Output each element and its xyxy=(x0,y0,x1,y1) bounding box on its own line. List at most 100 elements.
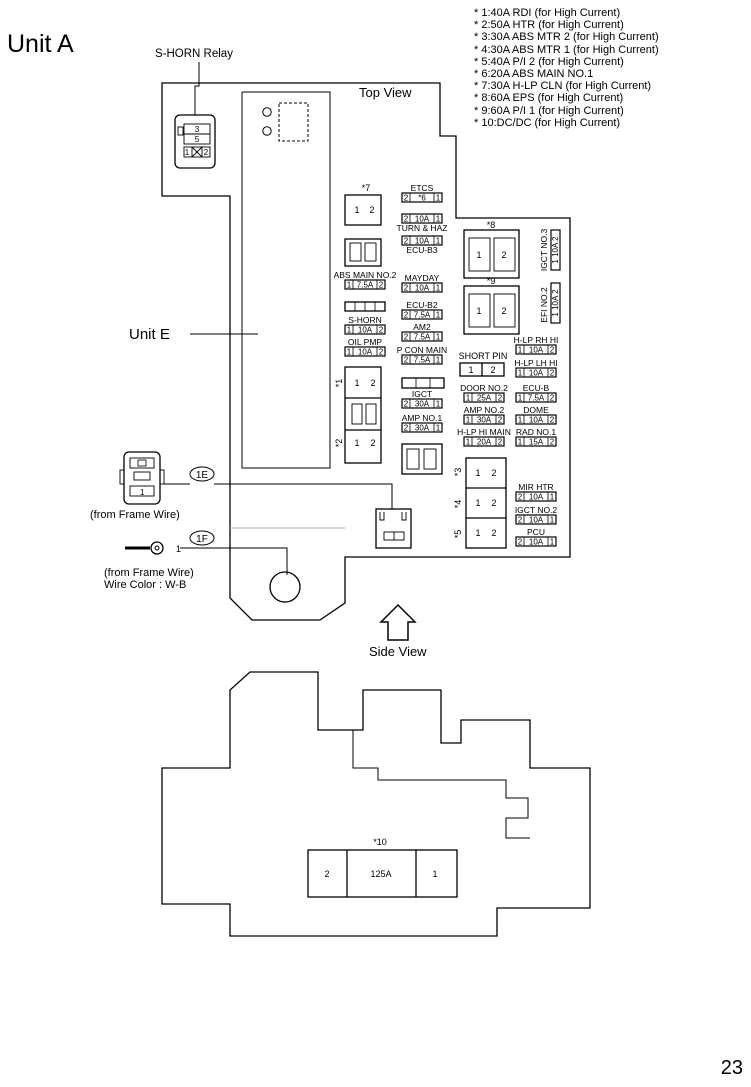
fuse-pin-right: 1 xyxy=(436,333,441,342)
svg-text:*2: *2 xyxy=(334,439,344,448)
note-line: * 5:40A P/I 2 (for High Current) xyxy=(474,55,624,68)
fuse-pin-left: 2 xyxy=(404,356,409,365)
fuse-name-label: DOME xyxy=(523,405,549,415)
svg-text:2: 2 xyxy=(501,250,506,260)
fuse-name-label: ECU-B3 xyxy=(406,245,437,255)
fuse-amp-label: 7.5A xyxy=(357,281,374,290)
fuse-amp-label: 10A xyxy=(529,346,544,355)
terminal-pin-label: 1 xyxy=(176,544,181,554)
fuse-pin-left: 2 xyxy=(404,215,409,224)
fuse-name-label: EFI NO.2 xyxy=(539,287,549,323)
note-line: * 2:50A HTR (for High Current) xyxy=(474,19,624,32)
svg-text:1: 1 xyxy=(354,438,359,448)
fuse-pin-right: 1 xyxy=(550,493,555,502)
fuse-pin-left: 1 xyxy=(347,281,352,290)
fuse-amp-label: 10A xyxy=(529,416,544,425)
fuse-name-label: MAYDAY xyxy=(405,273,440,283)
connector-1e-label: 1E xyxy=(196,470,209,481)
fuse-amp-label: 7.5A xyxy=(414,356,431,365)
fuse-pin-right: 2 xyxy=(379,326,384,335)
fuse-body xyxy=(515,536,557,547)
svg-text:2: 2 xyxy=(491,498,496,508)
fuse-name-label: OIL PMP xyxy=(348,337,382,347)
fuse-name-label: S-HORN xyxy=(348,315,382,325)
svg-text:*7: *7 xyxy=(362,183,371,193)
svg-text:1: 1 xyxy=(475,498,480,508)
svg-text:*8: *8 xyxy=(487,220,496,230)
svg-text:2: 2 xyxy=(204,148,209,157)
fuse-amp-label: 20A xyxy=(477,438,492,447)
fuse-body xyxy=(401,213,443,224)
note-line: * 3:30A ABS MTR 2 (for High Current) xyxy=(474,31,659,44)
fuse-pin-right: 2 xyxy=(379,281,384,290)
fuse-name-label: TURN & HAZ xyxy=(397,223,448,233)
fuse-body xyxy=(515,491,557,502)
fuse-body xyxy=(344,279,386,290)
fuse-pin-right: 2 xyxy=(550,438,555,447)
fuse-amp-label: 25A xyxy=(477,394,492,403)
fuse-pin-right: 1 xyxy=(550,538,555,547)
up-arrow-icon xyxy=(379,603,417,641)
svg-text:1: 1 xyxy=(468,365,473,375)
side-view-label: Side View xyxy=(369,644,427,659)
note-line: * 7:30A H-LP CLN (for High Current) xyxy=(474,80,652,93)
fuse-body xyxy=(401,309,443,320)
fuse-values: 1 10A 2 xyxy=(551,289,560,317)
svg-text:1: 1 xyxy=(185,148,190,157)
svg-text:1: 1 xyxy=(354,205,359,215)
fuse-name-label: IGCT NO.3 xyxy=(539,229,549,272)
svg-text:2: 2 xyxy=(501,306,506,316)
fuse-pin-left: 2 xyxy=(518,538,523,547)
fuse-pin-left: 1 xyxy=(466,416,471,425)
svg-text:2: 2 xyxy=(370,378,375,388)
top-view-outline xyxy=(161,82,571,621)
unit-title: Unit A xyxy=(7,30,74,58)
fuse-name-label: H-LP RH HI xyxy=(514,335,559,345)
fuse-pin-right: 1 xyxy=(436,311,441,320)
fuse-pin-right: 2 xyxy=(498,416,503,425)
svg-text:1: 1 xyxy=(475,468,480,478)
fuse-pin-right: 2 xyxy=(498,438,503,447)
svg-text:3: 3 xyxy=(195,125,200,134)
fuse-amp-label: 10A xyxy=(415,215,430,224)
fuse-body xyxy=(401,235,443,246)
svg-text:2: 2 xyxy=(491,528,496,538)
fuse-name-label: DOOR NO.2 xyxy=(460,383,508,393)
fuse-pin-left: 2 xyxy=(404,284,409,293)
svg-text:*5: *5 xyxy=(453,530,463,539)
note-line: * 6:20A ABS MAIN NO.1 xyxy=(474,68,594,81)
fuse-pin-left: 2 xyxy=(404,333,409,342)
fuse-pin-left: 2 xyxy=(404,237,409,246)
svg-text:1: 1 xyxy=(354,378,359,388)
fuse-name-label: ECU-B xyxy=(523,383,550,393)
fuse-body xyxy=(344,346,386,357)
fuse-pin-right: 2 xyxy=(550,394,555,403)
unit-e-module xyxy=(241,91,331,469)
fuse-name-label: ABS MAIN NO.2 xyxy=(334,270,397,280)
fuse-amp-label: 7.5A xyxy=(528,394,545,403)
dcdc-module xyxy=(307,849,458,898)
fuse-pin-left: 2 xyxy=(404,400,409,409)
svg-text:*4: *4 xyxy=(453,500,463,509)
fuse-body xyxy=(463,414,505,425)
fuse-body xyxy=(550,282,561,324)
fuse-amp-label: 10A xyxy=(529,493,544,502)
svg-text:2: 2 xyxy=(369,205,374,215)
fuse-pin-right: 2 xyxy=(550,369,555,378)
fuse-pin-left: 2 xyxy=(404,194,409,203)
fuse-body xyxy=(515,344,557,355)
fuse-body xyxy=(515,414,557,425)
